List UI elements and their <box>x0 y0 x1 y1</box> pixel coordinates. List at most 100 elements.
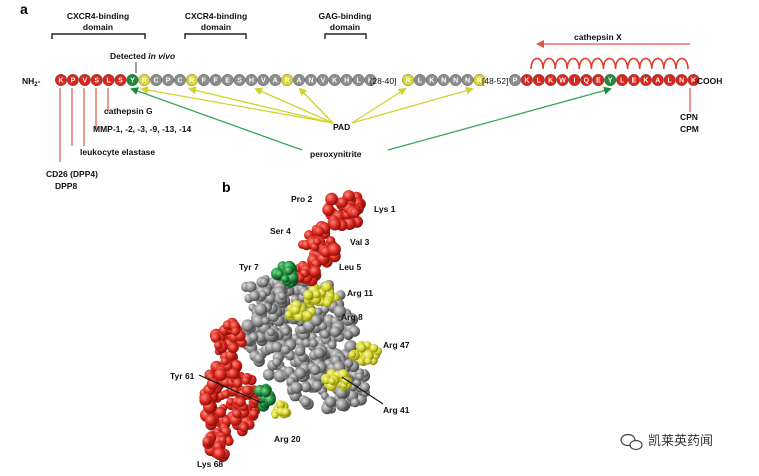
residue-letter: E <box>225 78 230 85</box>
residue-letter: H <box>344 78 349 85</box>
n-terminus-label: NH2- <box>22 76 41 88</box>
peroxynitrite-arrows <box>130 86 612 151</box>
residue-letter: F <box>214 78 219 85</box>
domain-label-line1: GAG-binding <box>319 11 372 21</box>
watermark: 凯莱英药闻 <box>620 433 713 451</box>
residue <box>663 73 676 86</box>
residue <box>604 73 617 86</box>
alpha-helix <box>530 57 689 70</box>
domain-bracket <box>324 33 367 39</box>
residue-letter: R <box>285 78 290 85</box>
residue-letter: N <box>679 78 684 85</box>
residue-letter: K <box>58 78 63 85</box>
domain-label-line2: domain <box>330 22 360 32</box>
domain-cxcr4-1: CXCR4-binding domain <box>51 11 146 39</box>
residue <box>364 73 377 86</box>
residue <box>55 73 68 86</box>
residue <box>628 73 641 86</box>
residue-letter: N <box>441 78 446 85</box>
panel-a-label: a <box>20 1 28 17</box>
residue-letter: R <box>405 78 410 85</box>
label-tyr61: Tyr 61 <box>170 371 195 381</box>
residue-letter: A <box>296 78 301 85</box>
detected-in-vivo-label: Detected in vivo <box>110 51 175 61</box>
arg8-atoms <box>284 300 317 322</box>
tyr61-callout <box>198 374 263 404</box>
c-terminus-label: -COOH <box>694 76 722 86</box>
cpn-label: CPN <box>680 112 698 122</box>
residue <box>675 73 688 86</box>
residue <box>126 73 139 86</box>
cd26-label: CD26 (DPP4) <box>46 169 98 179</box>
residue <box>449 73 462 86</box>
domain-bracket <box>184 33 247 39</box>
residue <box>293 73 306 86</box>
residue <box>66 73 79 86</box>
residue <box>532 73 545 86</box>
lys1-pro2-atoms <box>322 190 366 232</box>
domain-cxcr4-2: CXCR4-binding domain <box>184 11 247 39</box>
residue-letter: A <box>273 78 278 85</box>
pad-arrow <box>140 86 334 124</box>
cathepsin-g-label: cathepsin G <box>104 106 153 116</box>
wechat-icon <box>620 433 643 451</box>
peroxynitrite-arrow <box>130 87 303 151</box>
lys68-atoms <box>202 430 234 462</box>
arg11-atoms <box>303 281 340 308</box>
residue <box>185 73 198 86</box>
residue-letter: N <box>453 78 458 85</box>
residue <box>257 73 270 86</box>
residue-letter: E <box>596 78 601 85</box>
residue-letter: L <box>620 78 625 85</box>
residue-letter: K <box>368 78 373 85</box>
domain-label-line1: CXCR4-binding <box>185 11 247 21</box>
label-arg20: Arg 20 <box>274 434 301 444</box>
arg41-atoms <box>320 368 353 392</box>
leu5-atoms <box>291 260 322 287</box>
mmp-label: MMP-1, -2, -3, -9, -13, -14 <box>93 124 192 134</box>
label-arg47: Arg 47 <box>383 340 410 350</box>
residue <box>461 73 474 86</box>
residue <box>269 73 282 86</box>
residue-letter: P <box>166 78 171 85</box>
residue <box>138 73 151 86</box>
residue <box>580 73 593 86</box>
arg47-atoms <box>348 340 383 367</box>
tyr61-atoms <box>253 383 276 412</box>
label-arg41: Arg 41 <box>383 405 410 415</box>
label-pro2: Pro 2 <box>291 194 313 204</box>
core-atoms <box>241 275 288 328</box>
structure-labels: Lys 1 Pro 2 Val 3 Ser 4 Leu 5 Tyr 7 Arg … <box>170 194 410 469</box>
residue <box>639 73 652 86</box>
domain-label-line2: domain <box>83 22 113 32</box>
residue-letter: R <box>142 78 147 85</box>
core-atoms <box>286 355 371 415</box>
residue-letter: Y <box>608 78 613 85</box>
arg20-atoms <box>270 400 292 419</box>
residue <box>352 73 365 86</box>
label-val3: Val 3 <box>350 237 370 247</box>
residue <box>90 73 103 86</box>
domain-bracket <box>51 33 146 39</box>
residue <box>651 73 664 86</box>
residue-letter: V <box>320 78 325 85</box>
gap-28-40: [28-40] <box>370 76 396 86</box>
label-arg8: Arg 8 <box>341 312 363 322</box>
residue <box>402 73 415 86</box>
c-helix-atoms <box>209 317 247 364</box>
cpm-label: CPM <box>680 124 699 134</box>
residue <box>687 73 700 86</box>
residue-letter: F <box>202 78 207 85</box>
label-lys68: Lys 68 <box>197 459 223 469</box>
residue-letter: L <box>106 78 111 85</box>
residue <box>221 73 234 86</box>
residue-letter: R <box>189 78 194 85</box>
residue-letter: P <box>71 78 76 85</box>
residue <box>114 73 127 86</box>
residue <box>162 73 175 86</box>
domain-gag: GAG-binding domain <box>319 11 372 39</box>
residue <box>233 73 246 86</box>
pad-arrows <box>140 86 474 124</box>
